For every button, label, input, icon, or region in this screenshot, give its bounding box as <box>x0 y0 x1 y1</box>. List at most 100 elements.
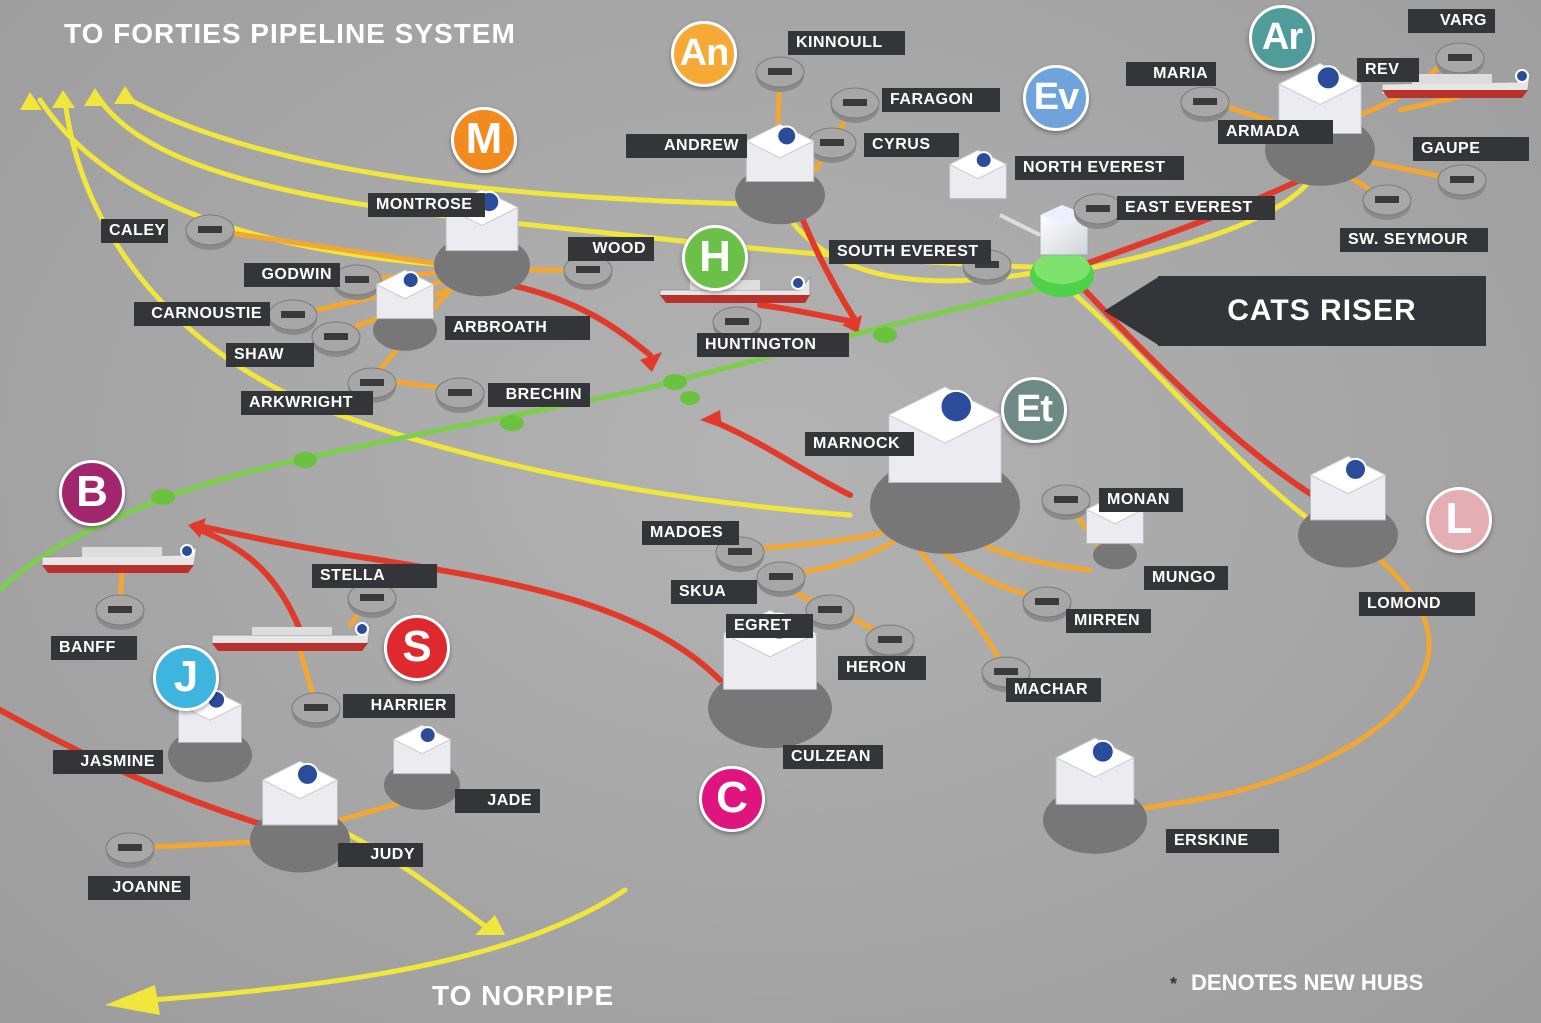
wellhead-valve-icon <box>360 594 384 601</box>
helipad-icon <box>974 151 993 170</box>
wellhead-valve-icon <box>1035 598 1059 605</box>
hub-seabed-icon <box>1093 540 1137 570</box>
field-label-brechin[interactable]: BRECHIN <box>488 383 590 407</box>
helipad-icon <box>776 125 798 147</box>
judy-arrow <box>475 915 505 935</box>
field-label-south-everest[interactable]: SOUTH EVEREST <box>829 240 991 264</box>
helipad-icon <box>1090 739 1115 764</box>
red-arrows <box>188 315 862 538</box>
field-label-gaupe[interactable]: GAUPE <box>1413 137 1529 161</box>
field-label-wood[interactable]: WOOD <box>568 237 654 261</box>
field-label-armada[interactable]: ARMADA <box>1218 120 1333 144</box>
field-label-montrose[interactable]: MONTROSE <box>368 193 485 217</box>
field-label-arbroath[interactable]: ARBROATH <box>445 316 590 340</box>
green-junctions <box>151 327 897 505</box>
wellhead-valve-icon <box>108 606 132 613</box>
huntington-hub-badge[interactable]: H <box>682 225 748 291</box>
field-label-shaw[interactable]: SHAW <box>226 343 314 367</box>
field-label-mungo[interactable]: MUNGO <box>1144 566 1228 590</box>
field-label-machar[interactable]: MACHAR <box>1006 678 1101 702</box>
helipad-icon <box>1315 65 1341 91</box>
forties-arrows <box>20 86 505 1015</box>
field-label-skua[interactable]: SKUA <box>671 580 757 604</box>
montrose-hub-badge[interactable]: M <box>451 107 517 173</box>
cats-riser-platform <box>999 205 1094 297</box>
field-label-madoes[interactable]: MADOES <box>642 521 739 545</box>
helipad-icon <box>1344 457 1367 481</box>
field-label-mirren[interactable]: MIRREN <box>1066 609 1151 633</box>
field-label-maria[interactable]: MARIA <box>1126 62 1216 86</box>
field-label-harrier[interactable]: HARRIER <box>343 694 455 718</box>
judy-hub-badge[interactable]: J <box>153 645 219 711</box>
banff-hub-badge[interactable]: B <box>59 460 125 526</box>
wellhead-valve-icon <box>118 844 142 851</box>
field-label-lomond[interactable]: LOMOND <box>1359 592 1475 616</box>
helipad-icon <box>401 271 420 290</box>
andrew-hub-badge[interactable]: An <box>671 21 737 87</box>
wellhead-valve-icon <box>769 573 793 580</box>
field-label-arkwright[interactable]: ARKWRIGHT <box>241 391 373 415</box>
field-label-carnoustie[interactable]: CARNOUSTIE <box>134 302 270 326</box>
field-label-monan[interactable]: MONAN <box>1099 488 1183 512</box>
field-label-marnock[interactable]: MARNOCK <box>805 432 914 456</box>
field-label-banff[interactable]: BANFF <box>51 636 137 660</box>
field-label-rev[interactable]: REV <box>1357 58 1419 82</box>
field-label-east-everest[interactable]: EAST EVEREST <box>1117 196 1275 220</box>
armada-trunk <box>1077 177 1313 273</box>
field-label-varg[interactable]: VARG <box>1408 9 1495 33</box>
field-label-huntington[interactable]: HUNTINGTON <box>697 333 849 357</box>
cats-riser-label: CATS RISER <box>1158 276 1486 346</box>
cats-riser-pointer <box>1104 276 1160 346</box>
field-label-jasmine[interactable]: JASMINE <box>53 750 163 774</box>
culzean-hub-badge[interactable]: C <box>699 766 765 832</box>
field-label-egret[interactable]: EGRET <box>726 614 813 638</box>
everest-hub-badge[interactable]: Ev <box>1023 65 1089 131</box>
field-label-judy[interactable]: JUDY <box>338 843 423 867</box>
field-label-sw-seymour[interactable]: SW. SEYMOUR <box>1340 228 1488 252</box>
field-label-heron[interactable]: HERON <box>838 656 926 680</box>
wellhead-valve-icon <box>768 68 792 75</box>
field-label-faragon[interactable]: FARAGON <box>882 88 1000 112</box>
wellhead-valve-icon <box>1450 176 1474 183</box>
wellhead-valve-icon <box>576 266 600 273</box>
norpipe-arrow <box>105 985 160 1015</box>
wellhead-valve-icon <box>878 636 902 643</box>
norpipe-trunk <box>147 887 628 1003</box>
norpipe-title: TO NORPIPE <box>432 980 615 1011</box>
armada-hub-badge[interactable]: Ar <box>1249 5 1315 71</box>
forties-arrow-3 <box>84 88 107 106</box>
wellhead-valve-icon <box>1448 54 1472 61</box>
wellhead-valve-icon <box>1193 98 1217 105</box>
field-label-north-everest[interactable]: NORTH EVEREST <box>1015 156 1184 180</box>
wellhead-valve-icon <box>818 606 842 613</box>
field-label-culzean[interactable]: CULZEAN <box>783 745 883 769</box>
fpso-vessels <box>41 69 1531 651</box>
field-label-joanne[interactable]: JOANNE <box>88 876 190 900</box>
field-label-kinnoull[interactable]: KINNOULL <box>788 31 905 55</box>
wellhead-valve-icon <box>728 548 752 555</box>
wellhead-valve-icon <box>281 311 305 318</box>
eastern-trough-hub-badge[interactable]: Et <box>1001 377 1067 443</box>
helipad-icon <box>296 762 319 786</box>
field-label-stella[interactable]: STELLA <box>312 564 437 588</box>
wellheads <box>95 42 1487 868</box>
forties-trunk-1 <box>127 97 1063 284</box>
wellhead-valve-icon <box>304 704 328 711</box>
wellhead-valve-icon <box>1086 205 1110 212</box>
wellhead-valve-icon <box>1054 496 1078 503</box>
field-label-jade[interactable]: JADE <box>455 789 540 813</box>
field-label-andrew[interactable]: ANDREW <box>626 134 747 158</box>
helipad-icon <box>418 726 437 745</box>
field-label-cyrus[interactable]: CYRUS <box>864 133 959 157</box>
new-hubs-note-text: DENOTES NEW HUBS <box>1191 970 1424 995</box>
green-pipeline <box>0 282 1063 593</box>
lomond-trunk <box>1067 287 1313 523</box>
lomond-hub-badge[interactable]: L <box>1426 487 1492 553</box>
forties-arrow-2 <box>52 90 75 108</box>
field-label-erskine[interactable]: ERSKINE <box>1166 829 1279 853</box>
field-label-caley[interactable]: CALEY <box>101 219 168 243</box>
stella-hub-badge[interactable]: S <box>384 615 450 681</box>
field-label-godwin[interactable]: GODWIN <box>244 263 340 287</box>
